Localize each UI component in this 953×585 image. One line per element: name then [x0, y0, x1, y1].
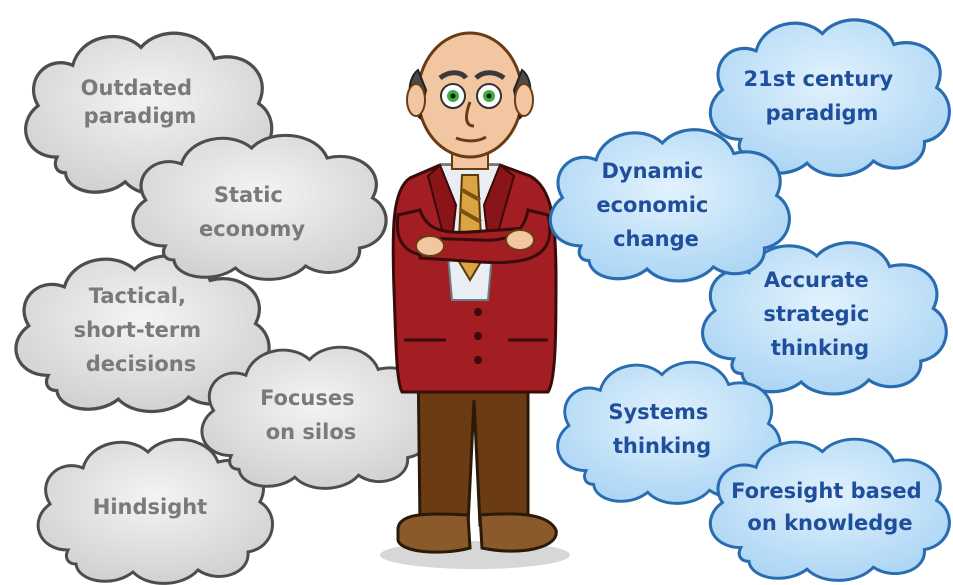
cloud-label: Static economy — [199, 183, 305, 241]
cloud-line: thinking — [613, 434, 711, 458]
cloud-line: on silos — [266, 420, 357, 444]
cloud-line: Static — [214, 183, 283, 207]
cloud-line: strategic — [763, 302, 869, 326]
cloud-line: change — [613, 227, 699, 251]
cloud-label: Systems thinking — [608, 400, 715, 458]
cloud-line: decisions — [86, 352, 197, 376]
cloud-label: Dynamic economic change — [596, 159, 715, 251]
cloud-line: Tactical, — [89, 284, 186, 308]
outdated-paradigm-clouds: Outdated paradigm Tactical, short-term d… — [14, 31, 434, 585]
cloud-line: short-term — [74, 318, 202, 342]
cloud-line: thinking — [771, 336, 869, 360]
cloud-line: Dynamic — [601, 159, 703, 183]
cloud-label: Hindsight — [93, 495, 207, 519]
cloud-label: Tactical, short-term decisions — [74, 284, 209, 376]
cloud-line: on knowledge — [747, 511, 912, 535]
cloud-line: paradigm — [766, 101, 879, 125]
cloud-label: Foresight based on knowledge — [731, 479, 929, 535]
cloud-label: Accurate strategic thinking — [763, 268, 876, 360]
cloud-label: Focuses on silos — [260, 386, 362, 444]
cloud-line: Outdated — [81, 76, 192, 100]
cloud-line: Hindsight — [93, 495, 207, 519]
cloud-line: paradigm — [84, 104, 197, 128]
cloud-line: economy — [199, 217, 305, 241]
cloud-line: Systems — [608, 400, 708, 424]
cloud-line: economic — [596, 193, 708, 217]
cloud-line: Foresight based — [731, 479, 922, 503]
new-paradigm-clouds: 21st century paradigm Accurate strategic… — [548, 18, 952, 582]
businessman-arms-crossed-icon — [380, 31, 570, 569]
cloud-line: 21st century — [743, 67, 893, 91]
cloud-label: Outdated paradigm — [81, 76, 200, 128]
cloud-label: 21st century paradigm — [743, 67, 900, 125]
cloud-line: Accurate — [764, 268, 869, 292]
cloud-line: Focuses — [260, 386, 355, 410]
